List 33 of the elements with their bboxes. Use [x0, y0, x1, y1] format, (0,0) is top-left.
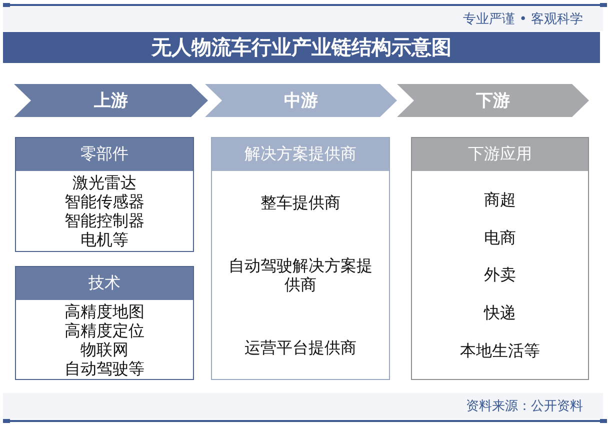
list-item: 本地生活等: [460, 341, 540, 360]
card-header: 解决方案提供商: [212, 138, 389, 171]
list-item: 激光雷达: [72, 173, 136, 192]
list-item: 高精度定位: [64, 320, 144, 340]
list-item: 高精度地图: [64, 302, 144, 320]
tagline: 专业严谨 • 客观科学: [463, 11, 583, 28]
list-item: 电商: [484, 228, 516, 247]
stage-banner: [14, 84, 208, 117]
category-card: [15, 137, 194, 252]
stage-banner: [205, 84, 397, 117]
list-item: 智能传感器: [64, 192, 144, 211]
source-note: 资料来源：公开资料: [466, 398, 583, 415]
list-item: 智能控制器: [64, 211, 144, 230]
list-item: 快递: [484, 303, 516, 322]
list-item: 外卖: [484, 265, 516, 284]
stage-banner: [397, 84, 589, 117]
list-item: 商超: [484, 190, 516, 209]
stage-label: 下游: [476, 90, 510, 112]
list-item: 运营平台提供商: [244, 338, 356, 357]
stage-label: 中游: [284, 90, 318, 112]
card-header: 技术: [16, 267, 193, 300]
card-header: 零部件: [16, 138, 193, 171]
title-banner: 无人物流车行业产业链结构示意图: [3, 32, 600, 63]
list-item: 自动驾驶等: [64, 358, 144, 378]
list-item: 物联网: [80, 340, 128, 358]
stage-label: 上游: [94, 90, 128, 112]
card-header: 下游应用: [412, 138, 588, 171]
list-item: 整车提供商: [260, 193, 340, 212]
list-item: 电机等: [80, 230, 128, 249]
category-card: [211, 137, 390, 380]
list-item: 自动驾驶解决方案提供商: [228, 256, 374, 294]
category-card: [15, 266, 194, 380]
category-card: [411, 137, 589, 380]
